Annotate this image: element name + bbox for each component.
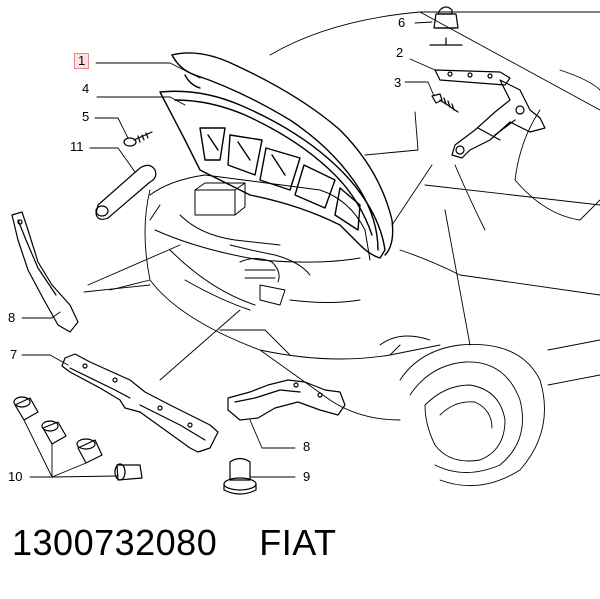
callout-6[interactable]: 6: [398, 15, 406, 30]
engine-compartment: [149, 174, 371, 311]
hood-assembly-diagram: [11, 6, 600, 495]
callout-leader-lines: [21, 21, 436, 478]
hinge-assembly: [429, 6, 546, 159]
left-seal-strip-8: [11, 211, 79, 333]
bonnet-inner-frame: [159, 90, 386, 259]
part-footer: 1300732080 FIAT: [12, 522, 337, 582]
callout-7[interactable]: 7: [10, 347, 18, 362]
callout-2[interactable]: 2: [396, 45, 404, 60]
part-number: 1300732080: [12, 522, 218, 563]
callout-3[interactable]: 3: [394, 75, 402, 90]
bonnet-outer-panel: [171, 52, 394, 256]
callout-4[interactable]: 4: [82, 81, 90, 96]
prop-rod-11: [95, 164, 157, 220]
callout-8-left[interactable]: 8: [8, 310, 16, 325]
screw-5: [123, 131, 153, 147]
vehicle-body-outline: [109, 11, 600, 487]
brand-name: FIAT: [259, 522, 337, 563]
callout-10[interactable]: 10: [8, 469, 23, 484]
callout-8-right[interactable]: 8: [303, 439, 311, 454]
front-cross-panel-7: [61, 353, 219, 453]
callout-1[interactable]: 1: [74, 53, 90, 69]
callout-11[interactable]: 11: [70, 139, 84, 154]
callout-5[interactable]: 5: [82, 109, 90, 124]
rubber-buffers-10: [13, 396, 143, 481]
right-seal-strip-8: [227, 379, 346, 421]
hood-prop-lines: [364, 111, 433, 226]
clip-9: [223, 457, 257, 495]
callout-9[interactable]: 9: [303, 469, 311, 484]
